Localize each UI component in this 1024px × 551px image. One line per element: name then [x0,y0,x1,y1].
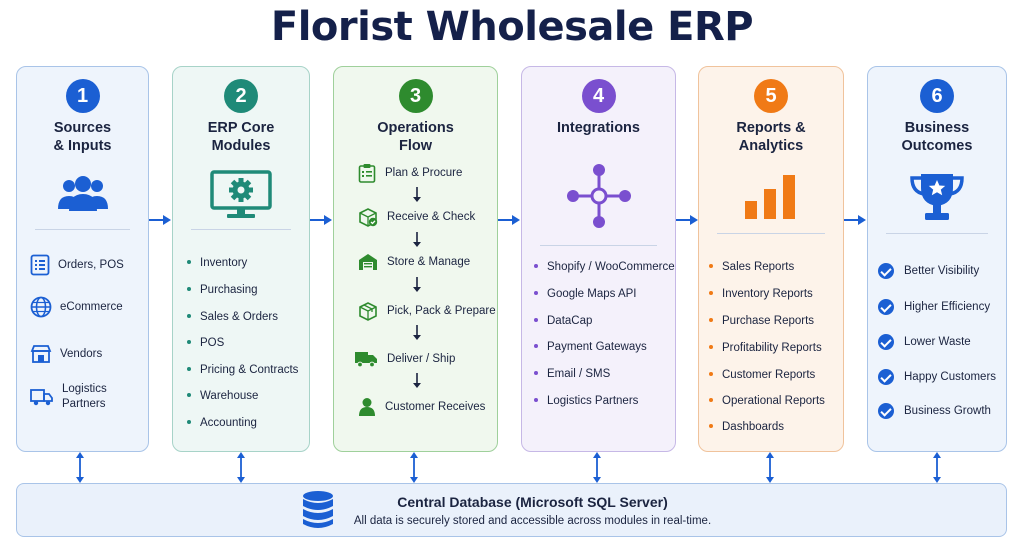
list-item: Logistics Partners [534,395,638,407]
check-icon [878,369,894,385]
bidirectional-arrow-icon [237,452,245,483]
bidirectional-arrow-icon [410,452,418,483]
right-arrow-icon [149,215,171,225]
store-icon [30,345,52,363]
list-item: Purchasing [187,284,258,296]
list-item: Orders, POS [30,254,150,276]
column-heading: Business Outcomes [901,120,973,154]
column-operations-flow: 3 Operations Flow Plan & Procure Receive… [333,66,498,452]
trophy-icon [910,174,964,220]
page-title: Florist Wholesale ERP [270,4,754,50]
database-title: Central Database (Microsoft SQL Server) [397,494,668,510]
list-item: Purchase Reports [709,315,814,327]
step-number: 1 [65,79,100,113]
outcome-item: Better Visibility [878,263,979,279]
warehouse-icon [359,254,377,270]
bar-chart-icon [745,175,795,219]
list-item: Email / SMS [534,368,610,380]
flow-arrow-icon [413,232,421,247]
check-icon [878,299,894,315]
flow-arrow-icon [413,277,421,292]
column-erp-core-modules: 2 ERP Core Modules Inventory Purchasing … [172,66,310,452]
check-icon [878,263,894,279]
flow-step: Plan & Procure [358,163,462,183]
monitor-gear-icon [210,170,272,218]
step-number: 2 [224,79,258,113]
step-number: 6 [920,79,954,113]
right-arrow-icon [498,215,520,225]
flow-step: Pick, Pack & Prepare [358,301,496,321]
list-item: Vendors [30,344,150,364]
users-icon [57,176,108,211]
bidirectional-arrow-icon [766,452,774,483]
step-number: 5 [754,79,788,113]
column-heading: ERP Core Modules [207,120,275,154]
list-item: Shopify / WooCommerce [534,261,675,273]
flow-step: Receive & Check [358,207,475,227]
outcome-item: Higher Efficiency [878,299,990,315]
column-sources-inputs: 1 Sources & Inputs [16,66,149,452]
person-icon [359,398,375,416]
list-item: Customer Reports [709,369,815,381]
delivery-truck-icon [355,352,377,368]
bidirectional-arrow-icon [933,452,941,483]
check-icon [878,403,894,419]
package-icon [359,302,377,321]
database-subtitle: All data is securely stored and accessib… [353,515,712,527]
column-heading: Operations Flow [377,120,454,154]
right-arrow-icon [676,215,698,225]
outcome-item: Lower Waste [878,334,971,350]
truck-icon [30,389,53,406]
column-integrations: 4 Integrations Shopify / WooCommerce Goo… [521,66,676,452]
clipboard-icon [358,164,376,183]
column-heading: Integrations [557,120,640,136]
box-check-icon [359,208,378,227]
list-item: Inventory [187,257,247,269]
list-item: Sales Reports [709,261,794,273]
central-database-panel: Central Database (Microsoft SQL Server) … [16,483,1007,537]
column-heading: Reports & Analytics [736,120,806,154]
list-item: Dashboards [709,421,784,433]
outcome-item: Business Growth [878,403,991,419]
list-item: Operational Reports [709,395,825,407]
check-icon [878,334,894,350]
column-heading: Sources & Inputs [53,120,112,154]
list-item: Logistics Partners [30,382,150,412]
right-arrow-icon [310,215,332,225]
globe-icon [30,296,52,318]
column-reports-analytics: 5 Reports & Analytics Sales Reports Inve… [698,66,844,452]
flow-arrow-icon [413,325,421,340]
flow-arrow-icon [413,187,421,202]
flow-step: Deliver / Ship [354,350,455,368]
flow-step: Store & Manage [358,252,470,272]
column-business-outcomes: 6 Business Outcomes Better Visibility Hi… [867,66,1007,452]
list-item: Accounting [187,417,257,429]
list-item: Pricing & Contracts [187,364,298,376]
list-item: POS [187,337,224,349]
list-item: Warehouse [187,390,258,402]
list-item: Payment Gateways [534,341,647,353]
right-arrow-icon [844,215,866,225]
flow-step: Customer Receives [358,397,485,417]
list-item: eCommerce [30,296,150,318]
bidirectional-arrow-icon [76,452,84,483]
list-item: Profitability Reports [709,342,822,354]
list-item: Inventory Reports [709,288,813,300]
list-item: Sales & Orders [187,311,278,323]
bidirectional-arrow-icon [593,452,601,483]
flow-arrow-icon [413,373,421,388]
step-number: 3 [398,79,433,113]
outcome-item: Happy Customers [878,369,996,385]
network-hub-icon [566,164,631,228]
orders-list-icon [30,254,50,276]
list-item: DataCap [534,315,592,327]
list-item: Google Maps API [534,288,637,300]
database-icon [303,491,333,528]
step-number: 4 [581,79,616,113]
